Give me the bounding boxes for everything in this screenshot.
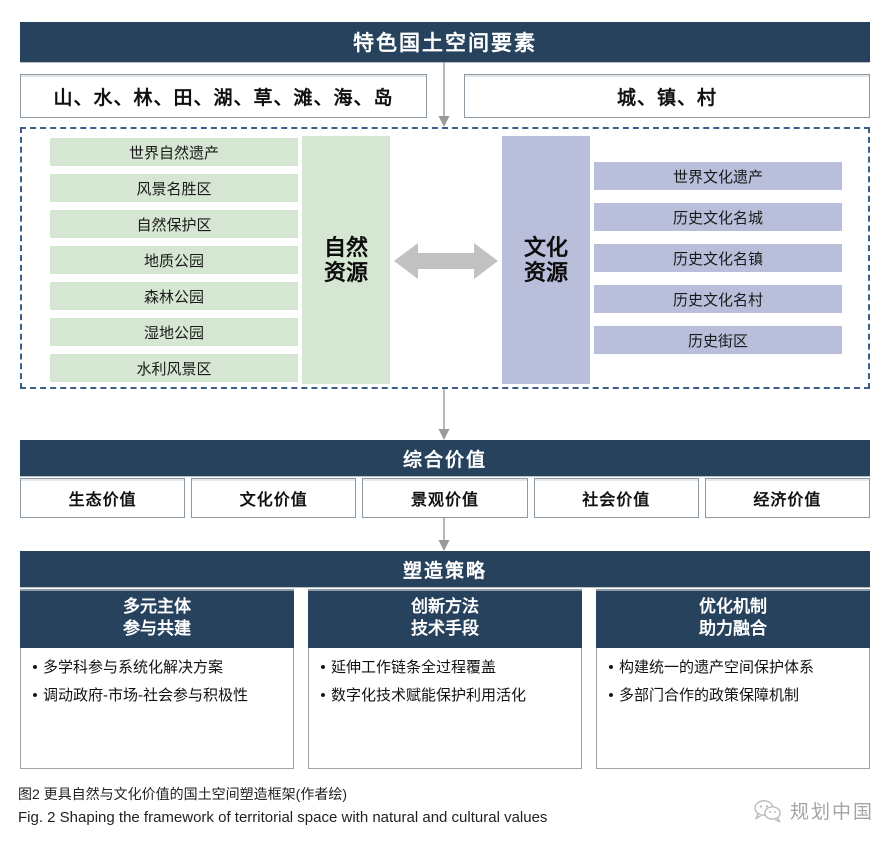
natural-resource-item-list: 世界自然遗产 风景名胜区 自然保护区 地质公园 森林公园 湿地公园 水利风景区: [50, 138, 298, 382]
strategy-card-list: 多元主体 参与共建 • 多学科参与系统化解决方案 • 调动政府-市场-社会参与积…: [20, 589, 870, 769]
strategy-card-body: • 延伸工作链条全过程覆盖 • 数字化技术赋能保护利用活化: [308, 648, 582, 769]
connector-arrow-title-to-resources: [438, 62, 450, 127]
strategy-section-title: 塑造策略: [20, 551, 870, 587]
bullet-dot-icon: •: [320, 687, 326, 705]
list-item: 自然保护区: [50, 210, 298, 238]
list-item: 历史街区: [594, 326, 842, 354]
bullet-text: 多学科参与系统化解决方案: [43, 659, 224, 677]
natural-resources-band: 自然 资源: [302, 136, 390, 384]
resource-region: 世界自然遗产 风景名胜区 自然保护区 地质公园 森林公园 湿地公园 水利风景区 …: [20, 127, 870, 389]
natural-band-line1: 自然: [323, 234, 368, 260]
strategy-head-line2: 参与共建: [123, 619, 191, 639]
watermark: 规划中国: [753, 797, 874, 824]
figure-caption-en: Fig. 2 Shaping the framework of territor…: [18, 808, 548, 826]
figure-caption-cn: 图2 更具自然与文化价值的国土空间塑造框架(作者绘): [18, 786, 347, 802]
list-item: 历史文化名镇: [594, 244, 842, 272]
list-item: 水利风景区: [50, 354, 298, 382]
page-title: 特色国土空间要素: [20, 22, 870, 62]
wechat-icon: [754, 799, 782, 823]
strategy-card-multi-stakeholder: 多元主体 参与共建 • 多学科参与系统化解决方案 • 调动政府-市场-社会参与积…: [20, 589, 294, 769]
strategy-card-header: 优化机制 助力融合: [596, 589, 870, 649]
bullet-dot-icon: •: [320, 659, 326, 677]
bullet-text: 数字化技术赋能保护利用活化: [331, 687, 527, 705]
strategy-head-line1: 多元主体: [123, 597, 191, 616]
bullet-dot-icon: •: [32, 687, 38, 705]
strategy-head-line2: 助力融合: [699, 619, 767, 639]
strategy-head-line1: 优化机制: [699, 597, 767, 616]
list-item: 世界文化遗产: [594, 162, 842, 190]
double-arrow-horizontal-icon: [394, 243, 498, 279]
bullet-text: 多部门合作的政策保障机制: [619, 687, 800, 705]
cultural-band-line1: 文化: [523, 234, 568, 260]
list-item: • 多学科参与系统化解决方案: [27, 658, 285, 678]
strategy-card-header: 多元主体 参与共建: [20, 589, 294, 649]
natural-band-line2: 资源: [323, 260, 368, 285]
value-box-ecological: 生态价值: [20, 478, 186, 518]
list-item: 湿地公园: [50, 318, 298, 346]
connector-arrow-resources-to-value: [438, 389, 450, 440]
value-list: 生态价值 文化价值 景观价值 社会价值 经济价值: [20, 478, 871, 518]
bullet-text: 调动政府-市场-社会参与积极性: [43, 687, 248, 705]
strategy-card-optimized-mechanism: 优化机制 助力融合 • 构建统一的遗产空间保护体系 • 多部门合作的政策保障机制: [596, 589, 870, 769]
list-item: • 延伸工作链条全过程覆盖: [315, 658, 573, 678]
strategy-card-innovative-methods: 创新方法 技术手段 • 延伸工作链条全过程覆盖 • 数字化技术赋能保护利用活化: [308, 589, 582, 769]
figure-caption: 图2 更具自然与文化价值的国土空间塑造框架(作者绘) Fig. 2 Shapin…: [18, 784, 678, 829]
list-item: • 构建统一的遗产空间保护体系: [603, 658, 861, 678]
connector-arrow-value-to-strategy: [438, 518, 450, 551]
list-item: 森林公园: [50, 282, 298, 310]
list-item: 历史文化名城: [594, 203, 842, 231]
strategy-card-body: • 构建统一的遗产空间保护体系 • 多部门合作的政策保障机制: [596, 648, 870, 769]
strategy-card-body: • 多学科参与系统化解决方案 • 调动政府-市场-社会参与积极性: [20, 648, 294, 769]
value-section-title: 综合价值: [20, 440, 870, 476]
cultural-resources-band: 文化 资源: [502, 136, 590, 384]
bullet-dot-icon: •: [608, 659, 614, 677]
element-box-settlement-elements: 城、镇、村: [464, 74, 870, 118]
list-item: • 调动政府-市场-社会参与积极性: [27, 686, 285, 706]
value-box-landscape: 景观价值: [362, 478, 528, 518]
list-item: 地质公园: [50, 246, 298, 274]
list-item: 历史文化名村: [594, 285, 842, 313]
cultural-band-line2: 资源: [523, 260, 568, 285]
list-item: 风景名胜区: [50, 174, 298, 202]
bullet-text: 构建统一的遗产空间保护体系: [619, 659, 815, 677]
cultural-resource-item-list: 世界文化遗产 历史文化名城 历史文化名镇 历史文化名村 历史街区: [594, 162, 842, 354]
value-box-social: 社会价值: [533, 478, 699, 518]
bullet-dot-icon: •: [608, 687, 614, 705]
strategy-head-line2: 技术手段: [411, 619, 479, 639]
value-box-economic: 经济价值: [704, 478, 871, 518]
value-box-cultural: 文化价值: [191, 478, 357, 518]
bullet-text: 延伸工作链条全过程覆盖: [331, 659, 497, 677]
list-item: • 多部门合作的政策保障机制: [603, 686, 861, 706]
bullet-dot-icon: •: [32, 659, 38, 677]
list-item: 世界自然遗产: [50, 138, 298, 166]
element-box-natural-elements: 山、水、林、田、湖、草、滩、海、岛: [20, 74, 427, 118]
strategy-card-header: 创新方法 技术手段: [308, 589, 582, 649]
list-item: • 数字化技术赋能保护利用活化: [315, 686, 573, 706]
watermark-label: 规划中国: [789, 802, 874, 823]
strategy-head-line1: 创新方法: [411, 597, 479, 616]
